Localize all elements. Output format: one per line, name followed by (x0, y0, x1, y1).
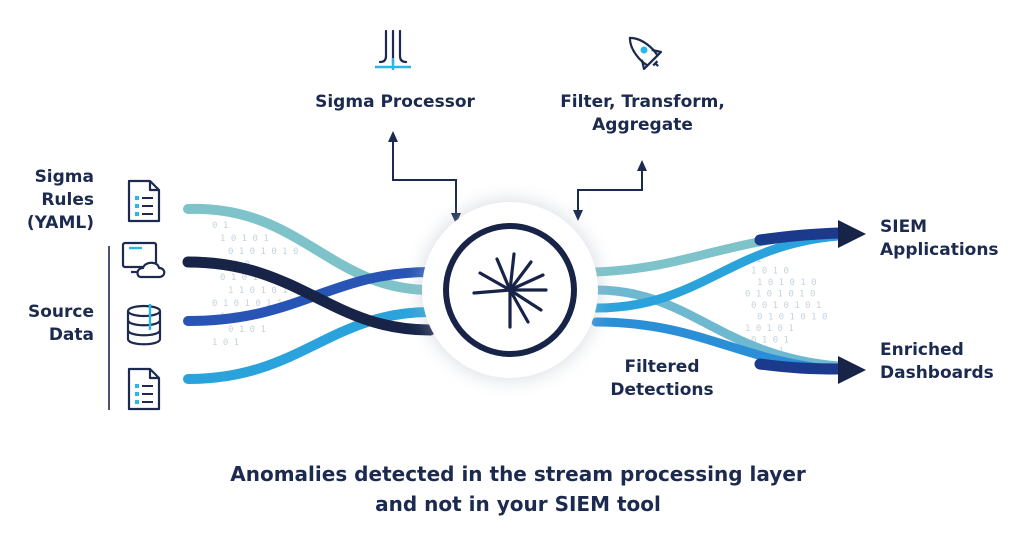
hub-logo-icon (472, 252, 548, 329)
binary-digit-row: 1 0 1 0 1 (220, 234, 269, 244)
out-stream-teal-2 (591, 285, 843, 371)
binary-digit-row: 1 1 0 1 0 1 0 (228, 286, 298, 296)
binary-digit-row: 1 0 1 (212, 338, 239, 348)
binary-digit-row: 0 1 0 1 (751, 336, 789, 346)
filter-transform-label: Filter, Transform, Aggregate (560, 92, 725, 135)
sigma-processor-label: Sigma Processor (315, 92, 475, 112)
connector-filter (577, 168, 643, 213)
incoming-streams (182, 203, 436, 384)
document-icon-lines (135, 384, 153, 404)
document-icon (127, 179, 161, 223)
document-icon (127, 367, 161, 411)
binary-digit-row: 0 0 1 0 1 0 1 (751, 301, 821, 311)
enriched-dashboards-label: Enriched Dashboards (880, 340, 994, 383)
binary-digit-row: 0 1 0 1 0 1 1 (212, 299, 282, 309)
stream-teal (183, 203, 435, 295)
binary-digit-row: 1 0 1 0 1 (745, 324, 794, 334)
arrow-to-siem (838, 220, 866, 248)
monitor-cloud-icon (121, 241, 166, 279)
sigma-rules-label: Sigma Rules (YAML) (26, 167, 94, 233)
binary-digits-right: 0 11 0 1 01 0 1 0 1 00 1 0 1 0 1 00 0 1 … (745, 255, 827, 357)
binary-digit-row: 0 1 (212, 221, 228, 231)
arrow-up-filter (637, 160, 647, 171)
database-icon (126, 304, 162, 346)
diagram-caption: Anomalies detected in the stream process… (0, 459, 1036, 519)
binary-digit-row: 0 1 0 1 0 1 0 (757, 313, 827, 323)
rocket-window (640, 46, 648, 54)
arrow-to-dashboards (838, 356, 866, 384)
filtered-detections-label: Filtered Detections (610, 357, 714, 400)
siem-applications-label: SIEM Applications (880, 217, 999, 260)
stream-dark (182, 256, 436, 336)
out-stream-navy-1 (754, 227, 846, 246)
arrow-up-processor (388, 131, 398, 142)
binary-digit-row: 0 1 0 1 0 1 0 (745, 290, 815, 300)
caption-line-1: Anomalies detected in the stream process… (230, 462, 806, 486)
connector-processor (392, 140, 457, 217)
binary-digit-row: 0 1 0 1 0 1 0 (228, 247, 298, 257)
caption-line-2: and not in your SIEM tool (375, 492, 661, 516)
arrow-down-filter (573, 210, 583, 221)
rocket-icon (628, 36, 663, 71)
stream-cyan (183, 307, 435, 384)
document-icon-lines (135, 196, 153, 216)
outgoing-streams (591, 227, 846, 375)
out-stream-cyan-1 (591, 231, 843, 313)
source-data-label: Source Data (27, 302, 94, 345)
out-stream-navy-2 (754, 358, 846, 375)
binary-digit-row: 1 0 1 0 (751, 267, 789, 277)
binary-digit-row: 0 1 0 1 0 1 (220, 273, 280, 283)
binary-digit-row: 1 0 1 0 1 0 (757, 278, 817, 288)
binary-digit-row: 0 1 0 1 (228, 325, 266, 335)
